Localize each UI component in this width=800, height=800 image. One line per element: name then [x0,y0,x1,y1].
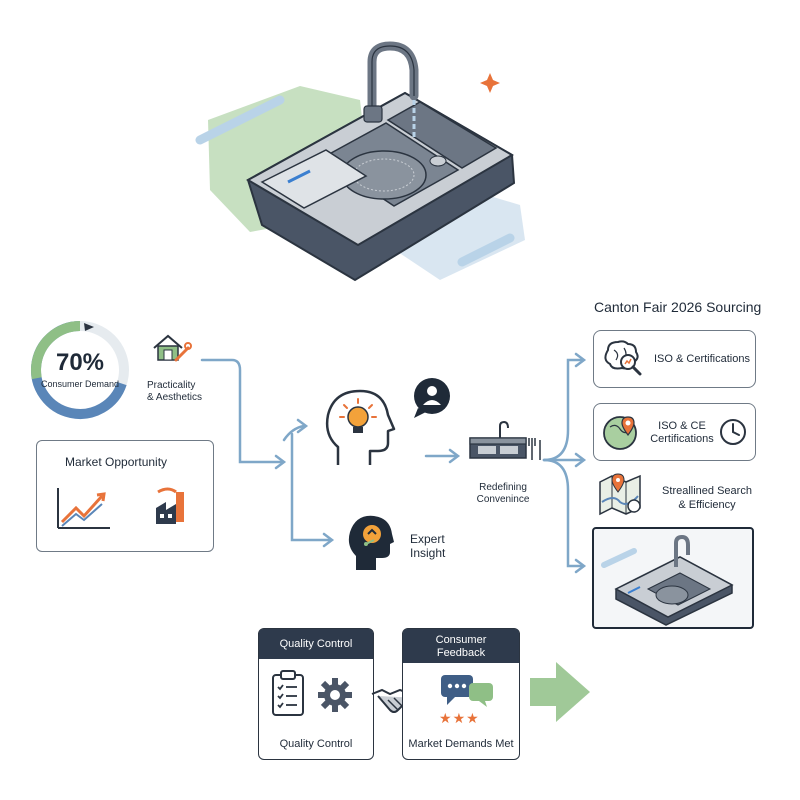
quality-control-card: Quality Control Quality Control [258,628,374,760]
sourcing-item-label: ISO & CE Certifications [650,420,714,445]
market-opportunity-card: Market Opportunity [36,440,214,552]
sink-product-frame [592,527,754,629]
drain [429,155,447,167]
star-icon: ★ [466,710,480,726]
star-icon: ★ [452,710,467,726]
consumer-feedback-card: Consumer Feedback ★★★ Market Demands Met [402,628,520,760]
map-icon [599,473,641,516]
expert-insight-label: Expert Insight [410,532,446,560]
expert-head-icon [348,515,394,570]
redefining-label: Redefining Convenince [476,482,530,505]
consumer-feedback-header: Consumer Feedback [403,629,519,663]
quality-control-footer: Quality Control [279,738,353,750]
practicality-label: Practicality & Aesthetics [147,380,203,403]
growth-chart-icon [57,488,110,529]
consumer-feedback-footer: Market Demands Met [408,738,514,750]
user-bubble-icon [414,378,450,418]
sourcing-item-label: Streallined Search & Efficiency [662,485,752,511]
blue-blob [380,190,525,280]
stat-label: Consumer Demand [40,379,120,389]
sink-illustration [195,41,525,282]
checklist-icon [272,670,304,716]
chat-bubbles-icon [441,675,493,707]
market-opportunity-title: Market Opportunity [65,455,168,469]
sourcing-title: Canton Fair 2026 Sourcing [594,299,762,315]
cutting-board [260,149,368,209]
sink-product-image [601,534,734,626]
gear-icon [318,678,352,712]
brain-magnifier-icon [604,340,642,376]
sourcing-item-label: ISO & Certifications [654,353,750,365]
star-icon: ★ [439,710,453,726]
blue-stroke [457,233,515,267]
head-lightbulb-icon [325,389,396,465]
rating-stars: ★★★ [439,711,480,725]
sourcing-item-iso: ISO & Certifications [593,330,756,388]
sourcing-item-iso-ce: ISO & CE Certifications [593,403,756,461]
house-wrench-icon [153,334,192,362]
big-arrow-icon [530,662,590,722]
blue-stroke [195,95,285,145]
small-sink-icon [469,420,541,460]
quality-control-header: Quality Control [259,629,373,659]
factory-icon [156,487,184,524]
consumer-demand-gauge [31,321,129,419]
clock-icon [720,419,746,445]
stat-value: 70% [55,349,105,376]
sparkle-icon [480,73,500,93]
map-pin-icon [603,416,637,450]
